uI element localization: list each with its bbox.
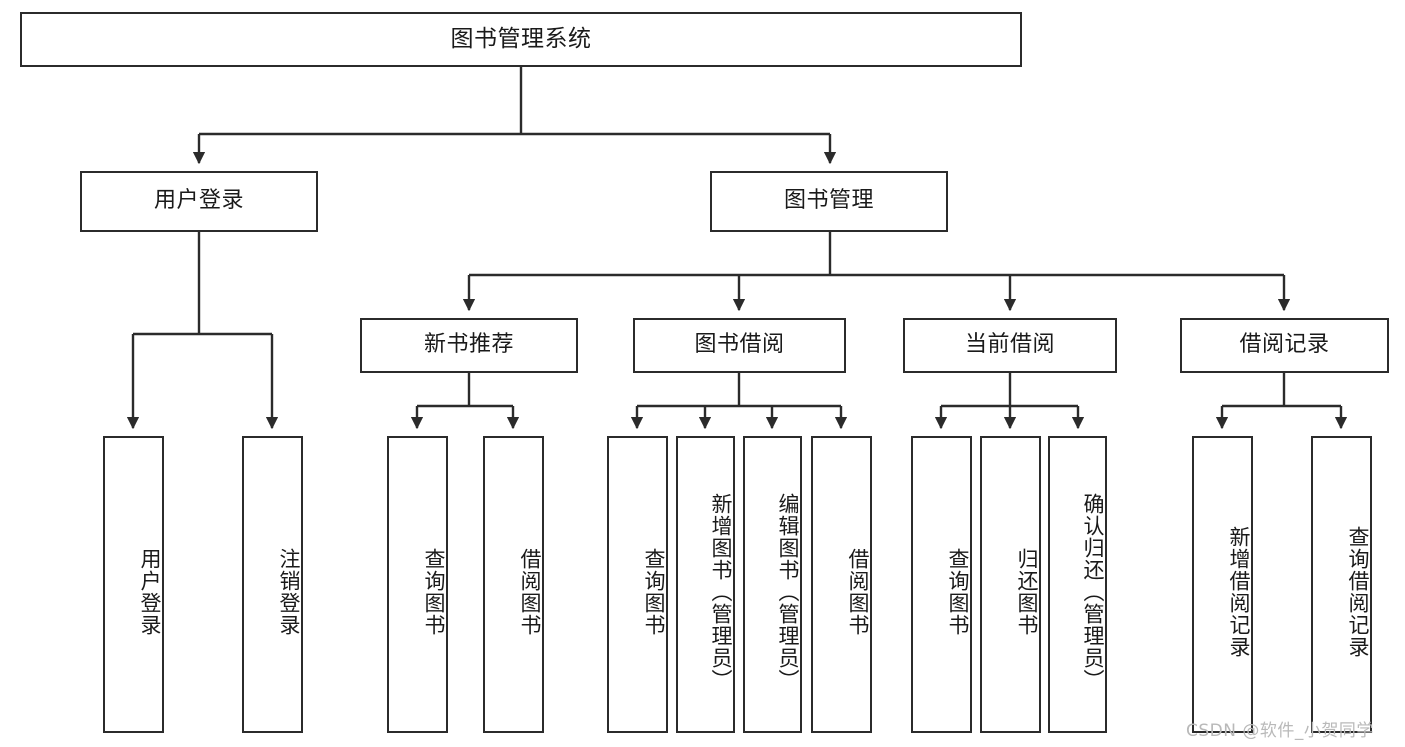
node-book-borrow[interactable]: 图书借阅: [633, 318, 846, 373]
leaf-query-book-newbook[interactable]: 查询图书: [387, 436, 448, 733]
node-label: 用户登录: [153, 188, 244, 214]
node-label: 查询图书: [946, 547, 970, 636]
node-label: 归还图书: [1015, 547, 1039, 636]
node-label: 注销登录: [277, 547, 301, 636]
node-label: 图书借阅: [694, 332, 785, 358]
leaf-borrow-book-newbook[interactable]: 借阅图书: [483, 436, 544, 733]
node-label: 借阅图书: [846, 547, 870, 636]
node-root-book-management-system[interactable]: 图书管理系统: [20, 12, 1022, 67]
leaf-logout[interactable]: 注销登录: [242, 436, 303, 733]
node-label: 借阅图书: [518, 547, 542, 636]
node-new-book-recommend[interactable]: 新书推荐: [360, 318, 578, 373]
leaf-edit-book-admin[interactable]: 编辑图书（管理员）: [743, 436, 802, 733]
csdn-watermark: CSDN @软件_小贺同学: [1186, 721, 1374, 741]
leaf-return-book[interactable]: 归还图书: [980, 436, 1041, 733]
node-label: 新增借阅记录: [1227, 525, 1251, 658]
node-label: 查询图书: [422, 547, 446, 636]
leaf-borrow-book[interactable]: 借阅图书: [811, 436, 872, 733]
node-current-borrow[interactable]: 当前借阅: [903, 318, 1117, 373]
node-label: 新增图书（管理员）: [709, 492, 733, 691]
leaf-query-book-current[interactable]: 查询图书: [911, 436, 972, 733]
node-label: 图书管理系统: [450, 25, 592, 52]
leaf-query-borrow-record[interactable]: 查询借阅记录: [1311, 436, 1372, 733]
node-label: 确认归还（管理员）: [1081, 492, 1105, 691]
node-label: 用户登录: [138, 547, 162, 636]
node-borrow-records[interactable]: 借阅记录: [1180, 318, 1389, 373]
node-label: 编辑图书（管理员）: [776, 492, 800, 691]
leaf-user-login[interactable]: 用户登录: [103, 436, 164, 733]
node-book-management[interactable]: 图书管理: [710, 171, 948, 232]
node-label: 当前借阅: [964, 332, 1055, 358]
node-label: 查询借阅记录: [1346, 525, 1370, 658]
leaf-confirm-return-admin[interactable]: 确认归还（管理员）: [1048, 436, 1107, 733]
node-label: 图书管理: [783, 188, 874, 214]
leaf-add-book-admin[interactable]: 新增图书（管理员）: [676, 436, 735, 733]
node-label: 新书推荐: [423, 332, 514, 358]
node-user-login[interactable]: 用户登录: [80, 171, 318, 232]
node-label: 查询图书: [642, 547, 666, 636]
leaf-add-borrow-record[interactable]: 新增借阅记录: [1192, 436, 1253, 733]
leaf-query-book-borrow[interactable]: 查询图书: [607, 436, 668, 733]
node-label: 借阅记录: [1239, 332, 1330, 358]
